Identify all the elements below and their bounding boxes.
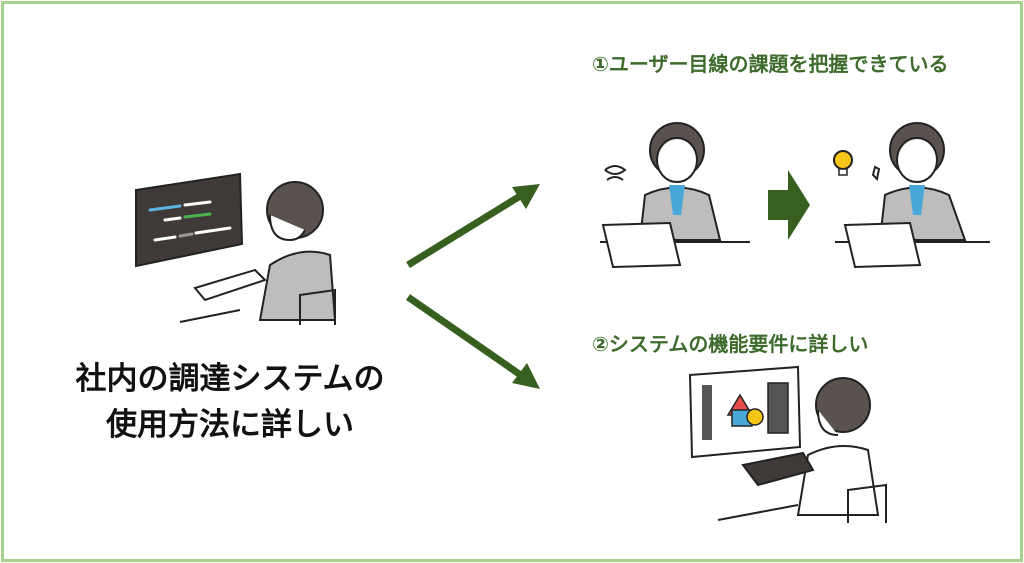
main-line-1: 社内の調達システムの [75, 361, 385, 397]
developer-illustration [135, 172, 337, 325]
branch-arrows [406, 184, 540, 389]
arrow-down-head [512, 363, 540, 389]
designer-illustration [688, 365, 887, 523]
worried-person-illustration [600, 122, 750, 269]
main-statement: 社内の調達システムの 使用方法に詳しい [40, 356, 420, 448]
right-arrow-icon [768, 170, 810, 240]
arrow-up [406, 190, 527, 268]
point-2-heading: ②システムの機能要件に詳しい [592, 332, 869, 356]
arrow-down [406, 294, 527, 381]
main-line-2: 使用方法に詳しい [106, 407, 354, 443]
point-1-heading: ①ユーザー目線の課題を把握できている [592, 52, 949, 76]
arrow-up-head [512, 184, 540, 209]
enlightened-person-illustration [833, 122, 990, 269]
